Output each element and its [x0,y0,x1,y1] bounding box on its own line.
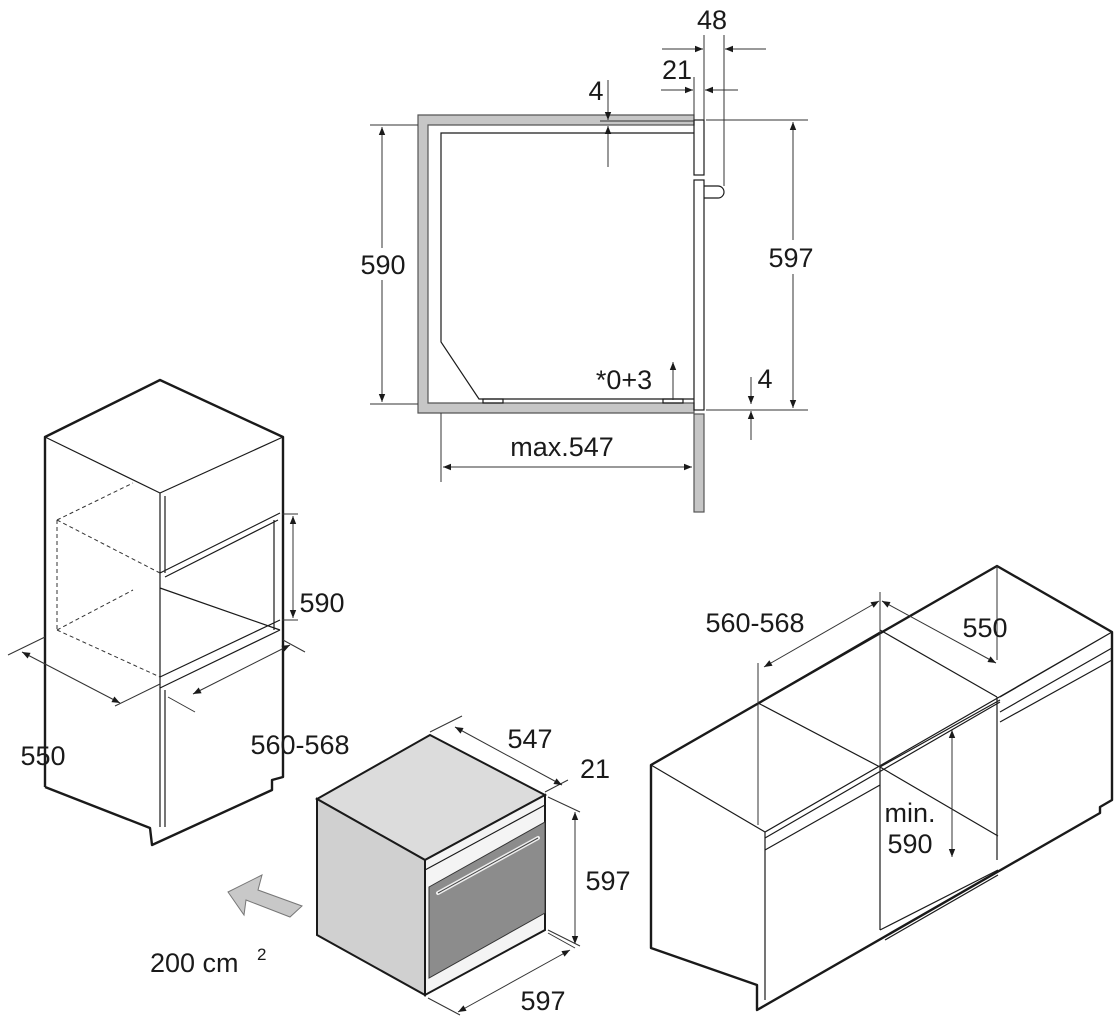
oven-window [428,821,546,979]
oven-foot [482,398,504,404]
oven-body-outline [440,132,694,400]
oven-dim-21: 21 [580,754,610,784]
door-handle [704,185,725,199]
base-dim-560-568: 560-568 [705,608,804,638]
cabinet-panel [417,114,695,414]
dim-21: 21 [662,55,692,85]
tall-dim-550: 550 [20,741,65,771]
tall-cabinet: 590 550 560-568 200 cm 2 [7,378,350,978]
base-min-label: min. [884,798,935,828]
dim-tolerance: *0+3 [596,365,652,395]
tall-dim-560-568: 560-568 [250,730,349,760]
base-dim-590: 590 [887,829,932,859]
dim-4-top: 4 [588,76,603,106]
dim-48: 48 [697,5,727,35]
cabinet-front-strip [693,413,705,513]
oven-door [693,179,705,411]
oven-appliance: 547 21 597 597 [314,715,631,1016]
dim-590: 590 [360,250,405,280]
ventilation-superscript: 2 [257,945,266,964]
base-cabinet: 560-568 550 min. 590 [649,564,1114,1012]
ventilation-arrow-icon [227,874,303,918]
dim-597: 597 [768,243,813,273]
tall-dim-590: 590 [299,588,344,618]
dim-4-bottom: 4 [757,364,772,394]
base-dim-550: 550 [962,613,1007,643]
ventilation-area: 200 cm [150,948,239,978]
oven-dim-597-width: 597 [520,986,565,1016]
oven-dim-597-height: 597 [585,866,630,896]
side-section-view: 590 597 max.547 48 21 4 *0+3 4 [360,5,821,513]
control-panel [693,119,705,176]
oven-dim-547: 547 [507,724,552,754]
dim-max-547: max.547 [510,432,614,462]
